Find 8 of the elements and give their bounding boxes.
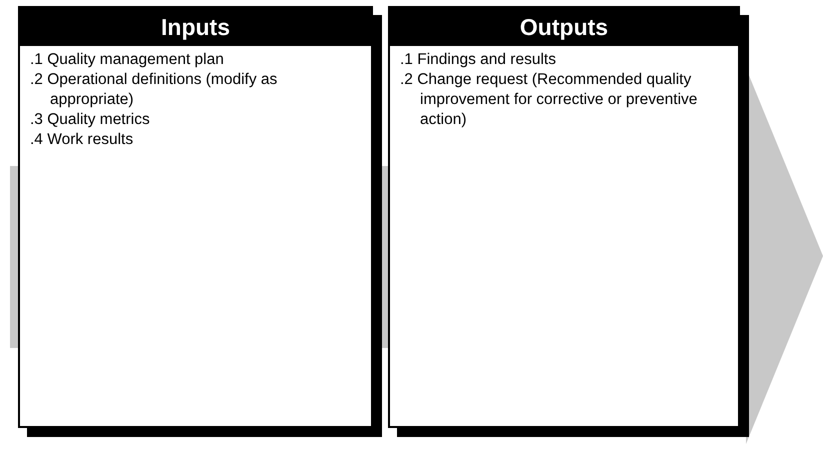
list-item: .3 Quality metrics [30,110,151,130]
list-item: .4 Work results [30,130,134,150]
list-item: .1 Findings and results [400,50,557,70]
list-item: .2 Operational definitions (modify as appropriate) [30,70,278,110]
list-item: .2 Change request (Recommended quality improvement for corrective or preventive action) [400,70,698,130]
card-header: Inputs [20,8,371,46]
list-item: .1 Quality management plan [30,50,225,70]
card-header: Outputs [390,8,738,46]
